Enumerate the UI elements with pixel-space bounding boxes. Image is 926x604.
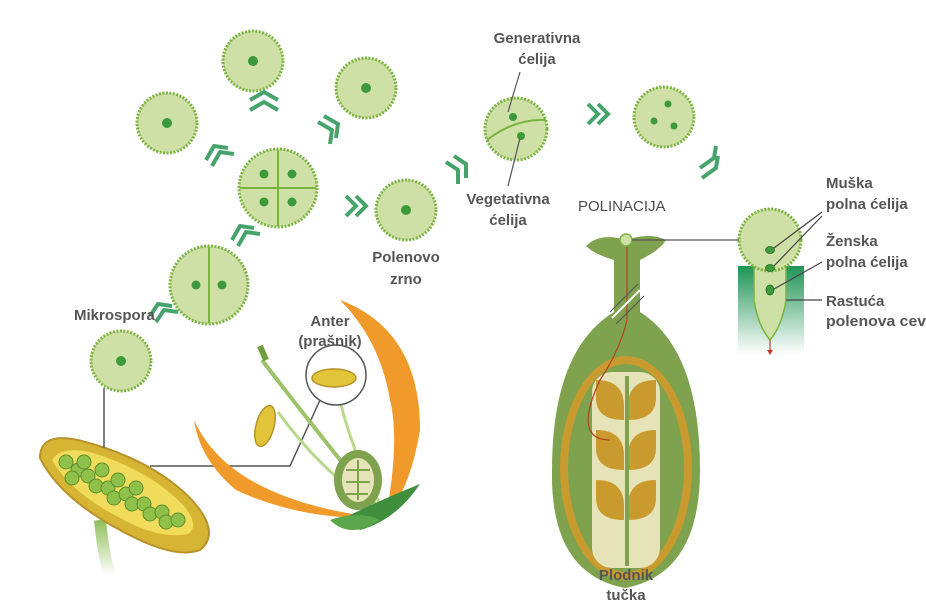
vegetative-label-line2: ćelija: [489, 212, 527, 229]
pollen-tube-detail: [738, 209, 804, 355]
tetrad-cell: [239, 149, 317, 227]
microspore-cell: [91, 331, 151, 391]
male-cell-label-line1: Muška: [826, 175, 873, 192]
ovary-label-line2: tučka: [606, 587, 646, 604]
double-chevron-icon: [318, 116, 338, 144]
double-chevron-icon: [346, 196, 366, 216]
double-chevron-icon: [232, 226, 260, 246]
anther-label-line2: (prašnik): [298, 333, 361, 350]
tube-label-line1: Rastuća: [826, 293, 885, 310]
nucleus: [361, 83, 371, 93]
double-chevron-icon: [250, 92, 278, 110]
anther-label-line1: Anter: [310, 313, 349, 330]
ovary-label-line1: Plodnik: [599, 567, 654, 584]
microspore-label: Mikrospora: [74, 307, 156, 324]
generative-label-line1: Generativna: [494, 30, 581, 47]
cell-stage-2: [137, 93, 197, 153]
pollen-grain-label-line2: zrno: [390, 271, 422, 288]
tube-label-line2: polenova cev: [826, 313, 926, 330]
nucleus: [162, 118, 172, 128]
vegetative-label-line1: Vegetativna: [466, 191, 550, 208]
double-chevron-icon: [700, 146, 718, 178]
double-chevron-icon: [446, 156, 466, 184]
generative-vegetative-cell: [485, 98, 547, 160]
pollination-label: POLINACIJA: [578, 198, 666, 215]
cell-stage-1: [223, 31, 283, 91]
cell-stage-3: [336, 58, 396, 118]
anther-section: [40, 438, 209, 575]
anther-closeup: [312, 369, 356, 387]
generative-label-line2: ćelija: [518, 51, 556, 68]
nucleus: [248, 56, 258, 66]
double-chevron-icon: [588, 104, 608, 124]
dyad-cell: [170, 246, 248, 324]
pistil-illustration: [552, 234, 700, 588]
double-chevron-icon: [206, 146, 234, 166]
mature-pollen-cell: [634, 87, 694, 147]
female-cell-label-line1: Ženska: [826, 232, 878, 250]
male-cell-label-line2: polna ćelija: [826, 196, 908, 213]
pollen-grain-cell: [376, 180, 436, 240]
female-cell-label-line2: polna ćelija: [826, 254, 908, 271]
pollen-grain-label-line1: Polenovo: [372, 249, 440, 266]
